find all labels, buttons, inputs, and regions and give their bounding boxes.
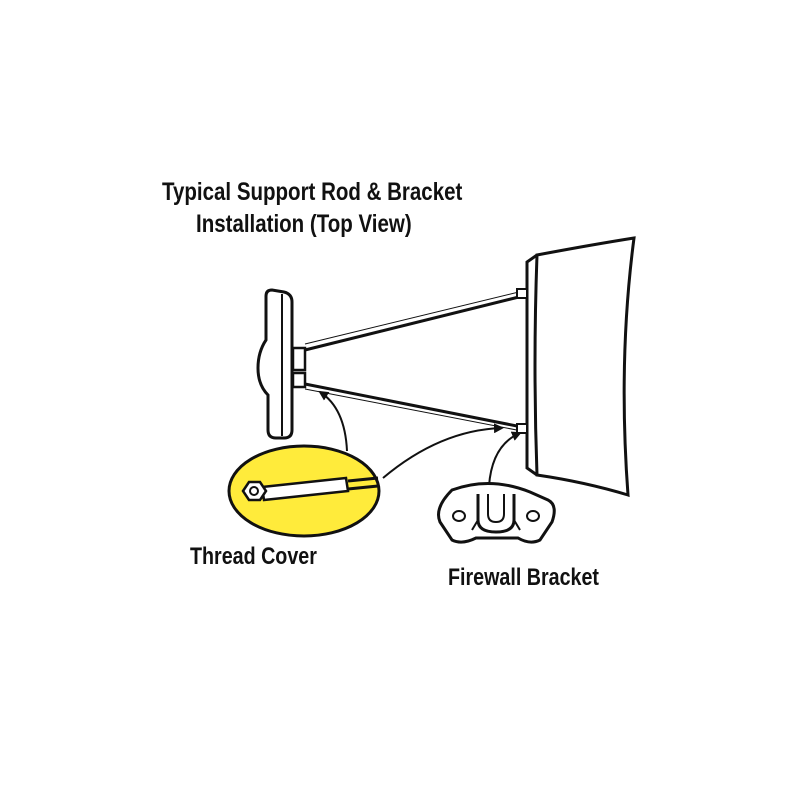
callout-arrows	[318, 390, 522, 487]
firewall-panel	[525, 236, 636, 498]
diagram-title-line1: Typical Support Rod & Bracket	[162, 178, 463, 206]
upper-mount-block	[291, 346, 307, 372]
radiator-support	[256, 288, 307, 440]
diagram-title-line2: Installation (Top View)	[196, 210, 412, 238]
bracket-bolt-hole-right	[526, 510, 540, 522]
arrow-to-firewall-mount	[382, 423, 504, 479]
lower-mount-block	[291, 371, 307, 389]
firewall-bracket-part	[437, 482, 556, 544]
upper-support-rod	[304, 293, 528, 352]
arrow-to-rod-end	[318, 390, 348, 452]
thread-cover-label: Thread Cover	[190, 543, 317, 570]
lower-support-rod	[304, 382, 528, 430]
thread-cover-detail	[227, 444, 381, 538]
bracket-bolt-hole-left	[452, 510, 466, 522]
firewall-bracket-label: Firewall Bracket	[448, 564, 599, 591]
arrow-from-bracket	[488, 431, 522, 487]
support-rods	[304, 288, 528, 434]
